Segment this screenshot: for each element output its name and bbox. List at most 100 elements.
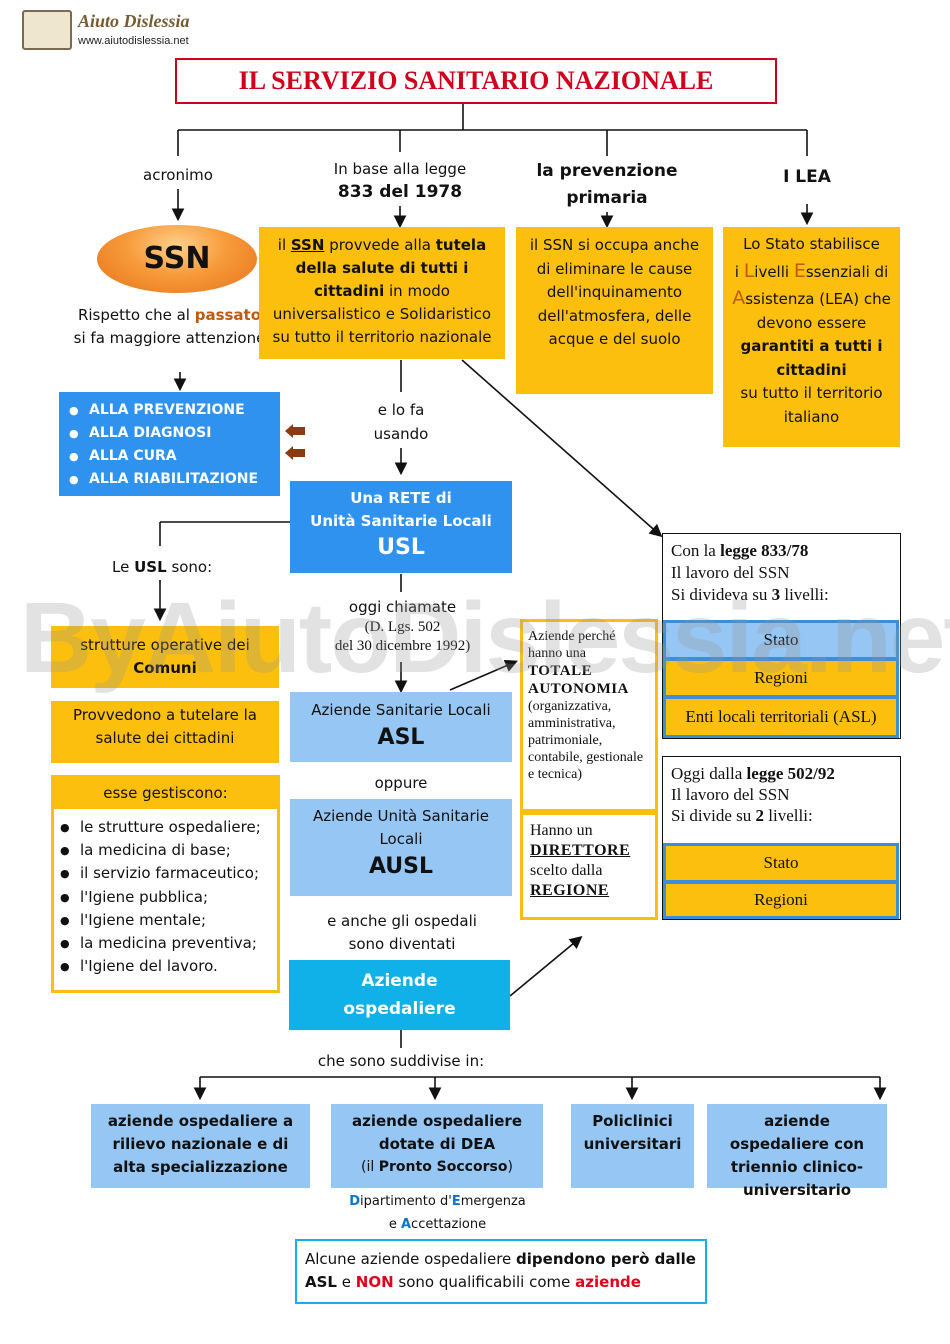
list-item: il servizio farmaceutico;	[54, 862, 277, 885]
link-usando: e lo fa usando	[340, 398, 462, 446]
type-policlinici: Policlinici universitari	[571, 1104, 694, 1188]
type-national: aziende ospedaliere a rilievo nazionale …	[91, 1104, 310, 1188]
type-dea: aziende ospedaliere dotate di DEA (il Pr…	[331, 1104, 543, 1188]
level-item: Regioni	[663, 881, 899, 919]
level-item: Stato	[663, 843, 899, 883]
manage-title: esse gestiscono:	[54, 778, 277, 809]
list-item: ALLA CURA	[63, 445, 280, 468]
list-item: la medicina preventiva;	[54, 932, 277, 955]
list-item: le strutture ospedaliere;	[54, 816, 277, 839]
oppure-label: oppure	[374, 774, 428, 792]
hospital-link: e anche gli ospedali sono diventati	[327, 912, 477, 953]
lea-line-d: garantiti a tutti i cittadini	[740, 337, 883, 379]
law-box-tutela: tutela della salute di tutti i cittadini	[295, 236, 487, 300]
link-usando-1: e lo fa	[377, 401, 425, 419]
list-item: l'Igiene pubblica;	[54, 886, 277, 909]
label-lea: I LEA	[783, 167, 831, 187]
prevention-box: il SSN si occupa anche di eliminare le c…	[516, 227, 713, 394]
law-box-p5: in modo universalistico e Solidaristico …	[272, 282, 492, 346]
autonomy-b: TOTALE AUTONOMIA	[528, 663, 629, 697]
law-box-p3: provvede alla	[329, 236, 431, 254]
attention-list-box: ALLA PREVENZIONE ALLA DIAGNOSI ALLA CURA…	[59, 392, 305, 496]
asl-box: Aziende Sanitarie Locali ASL	[290, 692, 512, 762]
type-triennio: aziende ospedaliere con triennio clinico…	[707, 1104, 887, 1199]
ausl-name: Aziende Unità Sanitarie Locali	[312, 807, 490, 848]
levels-old-box: Con la legge 833/78 Il lavoro del SSN Si…	[662, 533, 901, 739]
logo-url: www.aiutodislessia.net	[78, 35, 189, 47]
law-box-p1: il	[277, 236, 287, 254]
logo-name: Aiuto Dislessia	[78, 11, 190, 31]
subdivision-label: che sono suddivise in:	[317, 1052, 485, 1070]
usl-box: Una RETE di Unità Sanitarie Locali USL	[290, 481, 512, 573]
list-item: la medicina di base;	[54, 839, 277, 862]
page-title: IL SERVIZIO SANITARIO NAZIONALE	[175, 58, 777, 104]
type-dea-sub: (il Pronto Soccorso)	[361, 1159, 513, 1175]
director-d: REGIONE	[530, 882, 610, 899]
lea-letter-E: E	[793, 259, 806, 282]
left-arrow-icon	[285, 424, 305, 438]
list-item: ALLA RIABILITAZIONE	[63, 468, 280, 491]
type-dea-text: aziende ospedaliere dotate di DEA	[351, 1112, 522, 1153]
list-item: l'Igiene mentale;	[54, 909, 277, 932]
asl-name: Aziende Sanitarie Locali	[311, 701, 491, 719]
manage-box: esse gestiscono: le strutture ospedalier…	[51, 775, 280, 993]
manage-list: le strutture ospedaliere; la medicina di…	[54, 816, 277, 979]
levels-new-text: Oggi dalla legge 502/92 Il lavoro del SS…	[671, 764, 835, 825]
book-icon	[22, 10, 72, 50]
levels-old-text: Con la legge 833/78 Il lavoro del SSN Si…	[671, 541, 829, 604]
ssn-note-highlight: passato	[194, 306, 262, 324]
list-item: l'Igiene del lavoro.	[54, 955, 277, 978]
today-line3: del 30 dicembre 1992)	[334, 638, 471, 654]
list-item: ALLA DIAGNOSI	[63, 422, 280, 445]
comuni-box: strutture operative dei Comuni	[51, 626, 279, 688]
autonomy-c: (organizzativa, amministrativa, patrimon…	[528, 699, 644, 782]
director-b: DIRETTORE	[530, 842, 631, 859]
director-a: Hanno un	[530, 822, 593, 839]
label-law-1: In base alla legge	[333, 160, 467, 178]
ausl-box: Aziende Unità Sanitarie Locali AUSL	[290, 799, 512, 896]
page-title-text: IL SERVIZIO SANITARIO NAZIONALE	[238, 66, 714, 95]
autonomy-box: Aziende perché hanno una TOTALE AUTONOMI…	[520, 619, 658, 812]
logo: Aiuto Dislessia www.aiutodislessia.net	[22, 10, 212, 50]
director-box: Hanno un DIRETTORE scelto dalla REGIONE	[520, 812, 658, 920]
level-item: Regioni	[663, 658, 899, 698]
ausl-abbr: AUSL	[368, 854, 434, 879]
usl-label: Le USL sono:	[112, 558, 213, 576]
autonomy-a: Aziende perché hanno una	[528, 629, 616, 661]
ssn-note: Rispetto che al passato si fa maggiore a…	[72, 304, 267, 350]
label-acronimo: acronimo	[143, 166, 213, 184]
ssn-acronym: SSN	[143, 241, 211, 276]
dea-expansion: Dipartimento d'Emergenza e Accettazione	[349, 1194, 526, 1232]
lea-line-e: su tutto il territorio italiano	[740, 384, 883, 426]
lea-line-b: i Livelli Essenziali di	[734, 259, 889, 282]
left-arrow-icon	[285, 446, 305, 460]
usl-line2: Unità Sanitarie Locali	[310, 512, 492, 530]
link-usando-2: usando	[373, 425, 429, 443]
ssn-note-post: si fa maggiore attenzione	[73, 329, 266, 347]
hospital-line1: Aziende	[361, 971, 438, 991]
hospital-box: Aziende ospedaliere	[289, 960, 510, 1030]
label-prevention: la prevenzione primaria	[536, 161, 678, 208]
hospital-line2: ospedaliere	[343, 999, 456, 1019]
ssn-law-box: il SSN provvede alla tutela della salute…	[259, 227, 505, 359]
ssn-acronym-badge: SSN	[97, 225, 257, 293]
today-line1: oggi chiamate	[348, 598, 457, 616]
lea-box: Lo Stato stabilisce i Livelli Essenziali…	[723, 227, 900, 447]
lea-letter-L: L	[743, 259, 755, 282]
list-item: ALLA PREVENZIONE	[63, 399, 280, 422]
ssn-note-pre: Rispetto che al	[77, 306, 190, 324]
lea-line-a: Lo Stato stabilisce	[743, 235, 880, 253]
levels-new-box: Oggi dalla legge 502/92 Il lavoro del SS…	[662, 756, 901, 920]
director-c: scelto dalla	[530, 862, 603, 879]
asl-abbr: ASL	[377, 725, 425, 750]
level-item: Stato	[663, 620, 899, 660]
today-line2: (D. Lgs. 502	[364, 619, 441, 635]
attention-list: ALLA PREVENZIONE ALLA DIAGNOSI ALLA CURA…	[63, 399, 280, 491]
tutela-box: Provvedono a tutelare la salute dei citt…	[51, 701, 279, 763]
label-law-2: 833 del 1978	[337, 182, 463, 202]
label-law: In base alla legge 833 del 1978	[300, 158, 500, 204]
lea-letter-A: A	[732, 287, 746, 309]
usl-abbr: USL	[377, 535, 425, 560]
usl-line1: Una RETE di	[350, 489, 452, 507]
